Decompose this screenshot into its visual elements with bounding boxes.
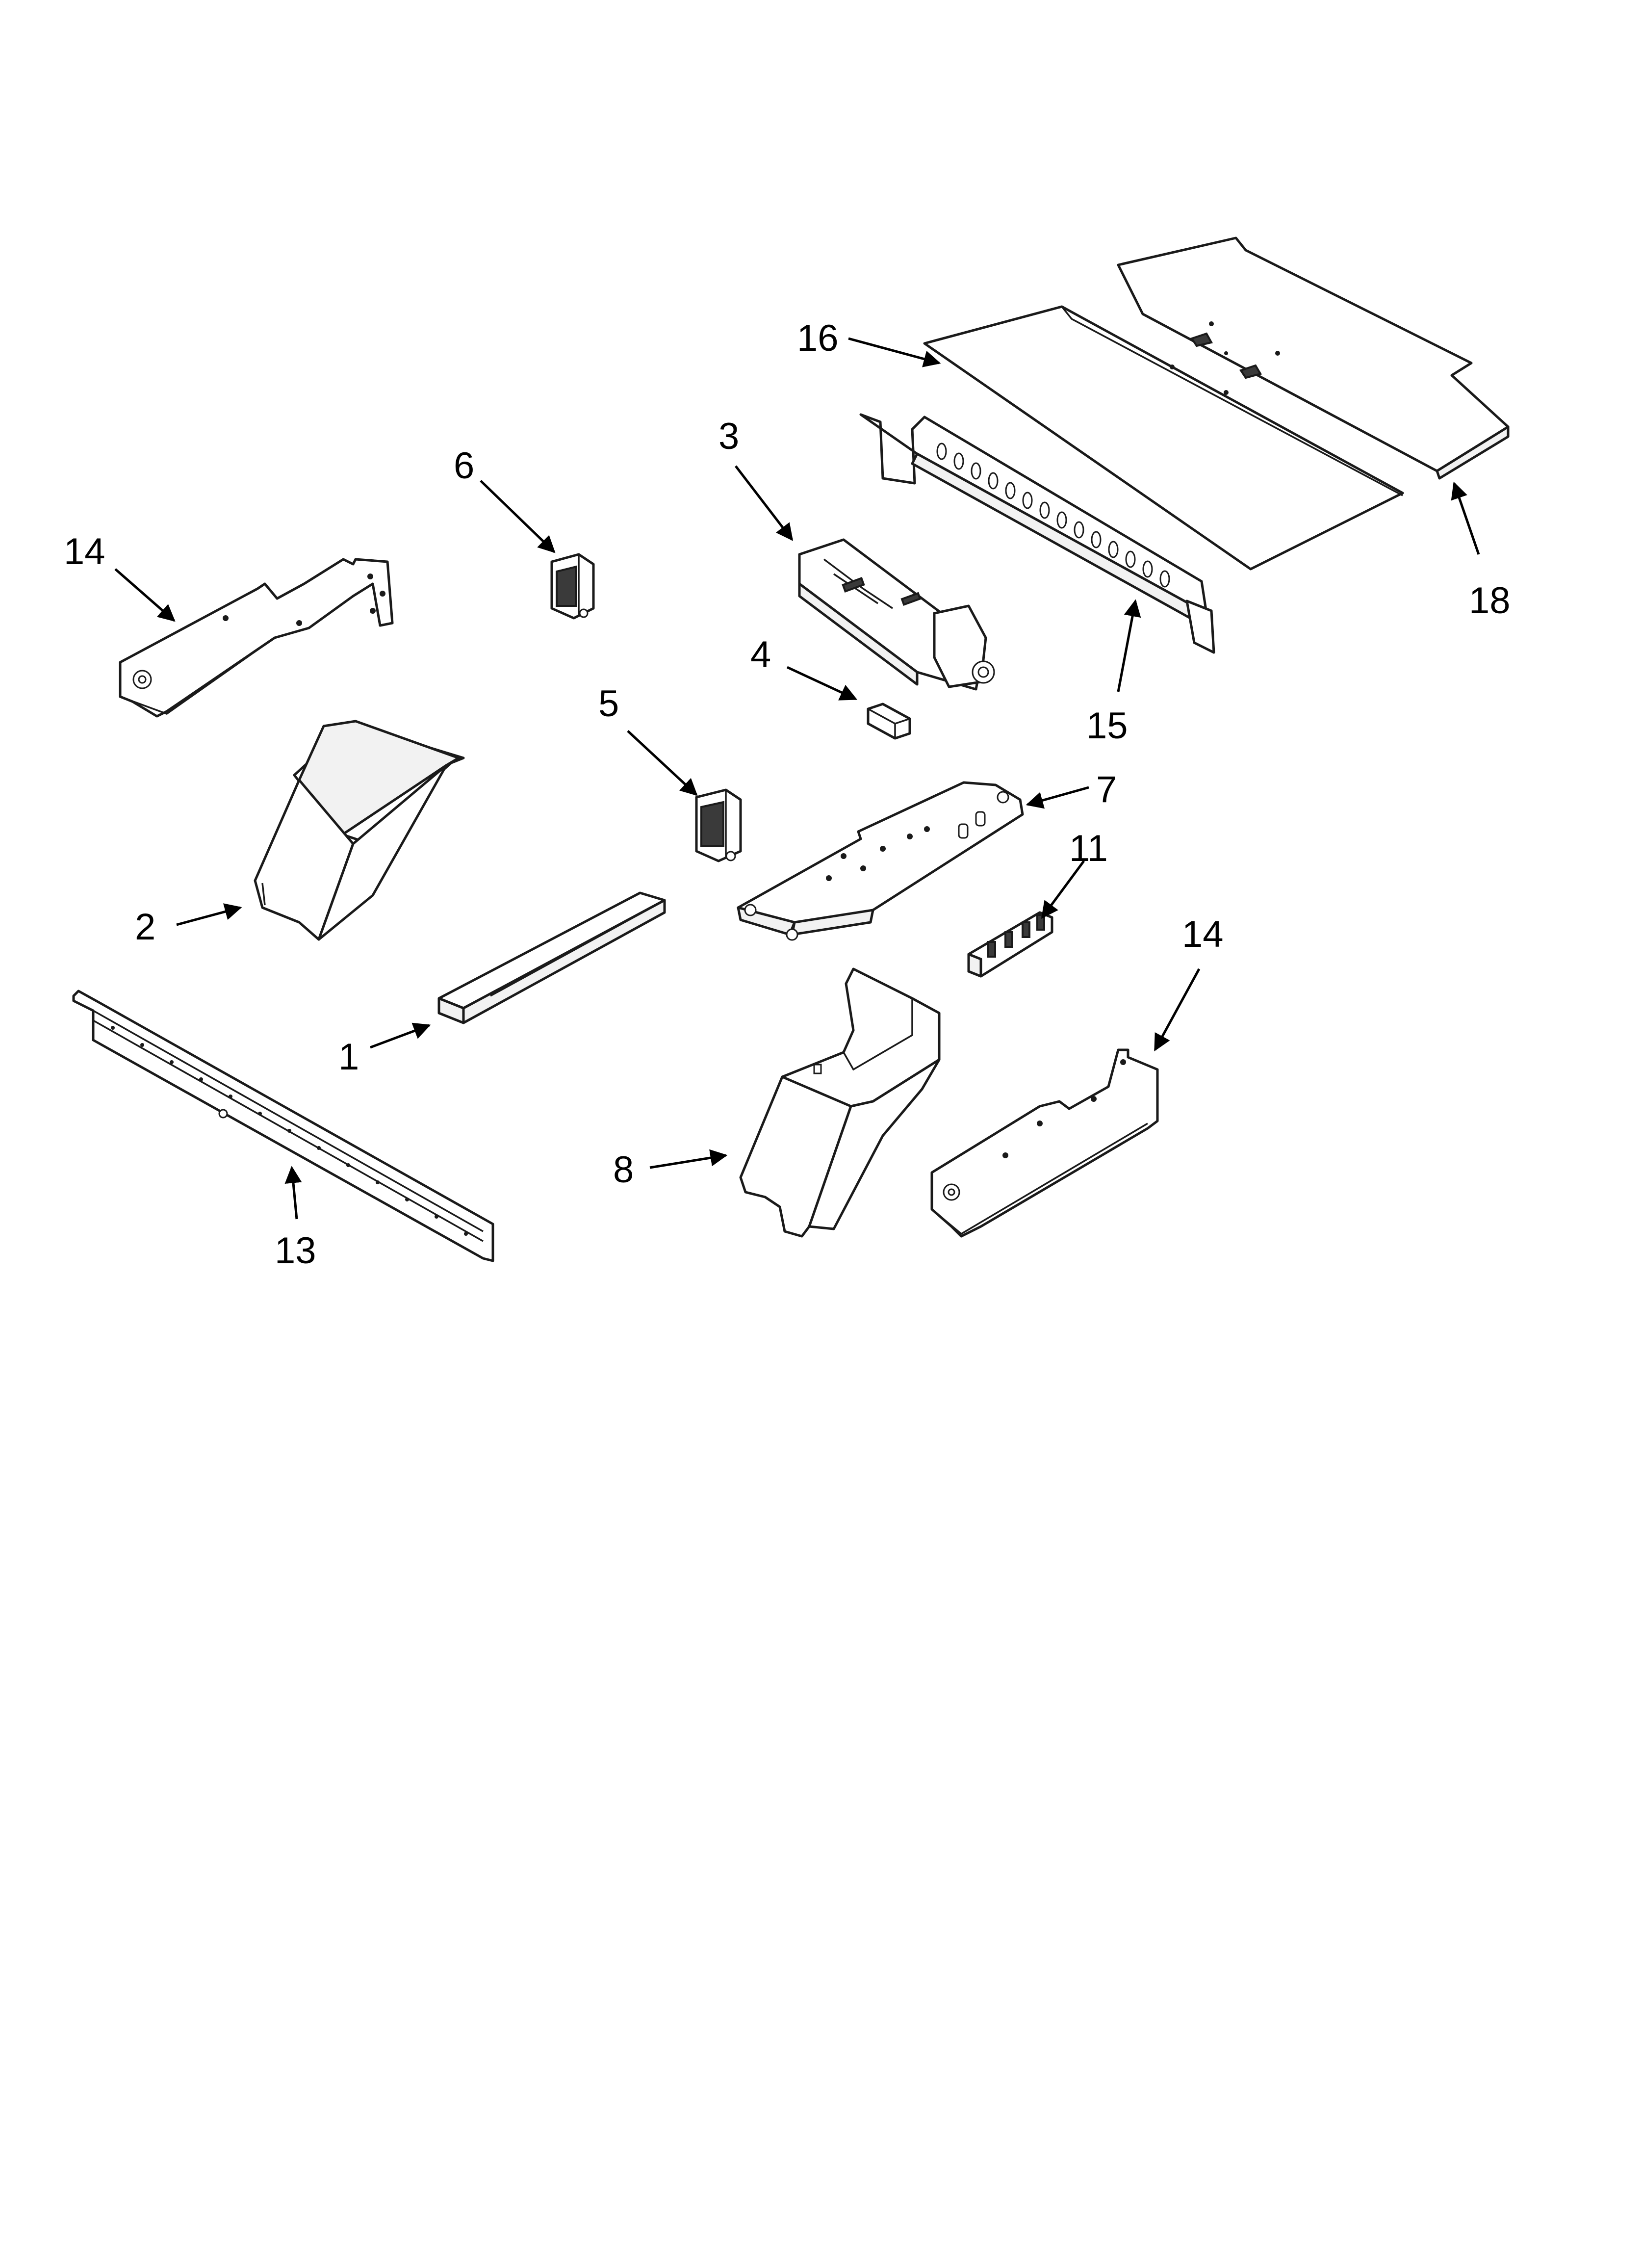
part-7-plate [737, 781, 1024, 941]
part-8-channel-duct [739, 967, 941, 1238]
callout-14-upper: 14 [64, 531, 105, 573]
part-11-terminal-block [967, 911, 1053, 978]
part-18-top-panel [1117, 236, 1510, 480]
callout-2: 2 [135, 906, 155, 948]
part-15-vent-rail [859, 413, 1215, 654]
part-14-left-bracket [119, 558, 394, 718]
callout-4: 4 [750, 634, 771, 676]
part-13-long-rail [72, 990, 494, 1262]
callout-16: 16 [797, 317, 839, 359]
part-16-top-cover [923, 305, 1404, 571]
part-6-switch [550, 553, 595, 620]
rail-slots [111, 1026, 468, 1236]
callout-3: 3 [718, 416, 739, 457]
callout-15: 15 [1086, 705, 1128, 747]
leader-lines [114, 337, 1480, 1220]
callout-7: 7 [1096, 769, 1117, 810]
callout-18: 18 [1469, 580, 1511, 622]
callout-8: 8 [613, 1149, 634, 1191]
part-14-right-bracket [930, 1048, 1159, 1238]
callout-14-lower: 14 [1182, 913, 1224, 955]
callout-5: 5 [598, 683, 619, 725]
part-4-connector-block [867, 703, 911, 740]
part-1-strip [437, 891, 666, 1024]
callout-6: 6 [454, 445, 474, 487]
callout-11: 11 [1069, 828, 1108, 869]
callout-labels: 16 3 6 14 18 4 15 5 7 11 2 14 1 8 13 [64, 317, 1511, 1272]
part-2-duct [254, 720, 465, 941]
callout-1: 1 [338, 1036, 359, 1078]
part-3-latch-assembly [798, 538, 995, 691]
part-5-switch [695, 788, 742, 862]
vent-slots [936, 443, 1170, 588]
callout-13: 13 [275, 1230, 316, 1272]
